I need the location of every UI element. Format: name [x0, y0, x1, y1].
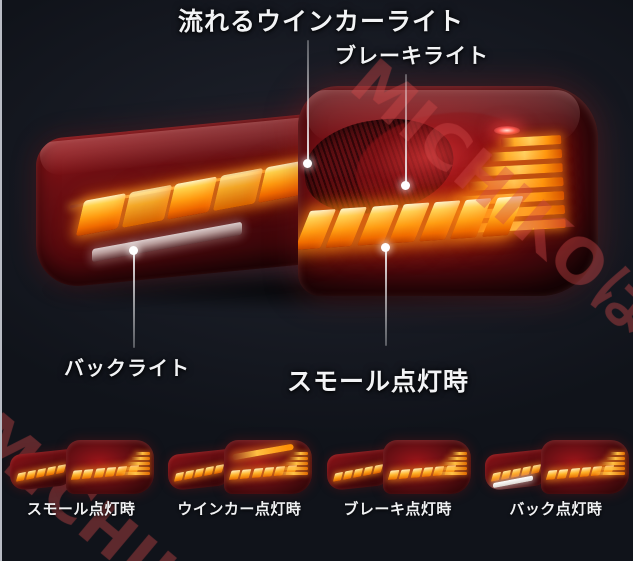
mini-led	[398, 468, 411, 480]
mini-led	[184, 469, 195, 480]
mini-chevron-fins	[437, 452, 467, 482]
mini-led	[204, 466, 215, 477]
mini-fin	[447, 457, 467, 460]
mini-led	[35, 468, 47, 478]
mini-inner-lens	[168, 448, 231, 492]
mini-fin	[135, 452, 151, 455]
mini-led	[568, 467, 581, 479]
leader-dot-back-light	[129, 246, 138, 255]
chevron-fin	[500, 135, 562, 148]
mini-taillight-brake	[326, 436, 471, 494]
mini-led	[352, 468, 363, 478]
mini-led	[362, 466, 373, 477]
mini-led-dots	[332, 464, 383, 482]
mini-led	[15, 471, 27, 482]
thumbnail-caption-back: バック点灯時	[509, 500, 603, 518]
thumbnail-cell-small[interactable]: スモール点灯時	[2, 424, 160, 518]
leader-dot-brake-light	[401, 181, 410, 190]
mini-led	[194, 468, 205, 478]
led-segment	[212, 168, 263, 212]
mini-fin	[289, 457, 309, 460]
mode-thumbnail-row: スモール点灯時	[2, 424, 633, 518]
mini-led	[82, 468, 95, 480]
mini-led	[510, 468, 522, 478]
mini-fin	[126, 462, 151, 465]
main-taillight-assembly	[36, 78, 598, 312]
thumbnail-cell-brake[interactable]: ブレーキ点灯時	[319, 424, 477, 518]
mini-inner-lens	[10, 448, 73, 492]
mini-fin	[120, 472, 151, 475]
thumbnail-cell-winker[interactable]: ウインカー点灯時	[160, 424, 318, 518]
mini-taillight-winker	[168, 436, 313, 494]
mini-fin	[605, 457, 625, 460]
mini-led	[409, 467, 423, 479]
thumbnail-caption-winker: ウインカー点灯時	[177, 500, 302, 518]
mini-led	[520, 466, 532, 477]
lens-highlight-spot	[494, 126, 520, 135]
mini-chevron-fins	[120, 452, 151, 482]
chevron-fin	[479, 163, 563, 177]
mini-inner-lens	[326, 448, 389, 492]
mini-led	[174, 471, 185, 482]
thumbnail-caption-small: スモール点灯時	[26, 500, 136, 518]
mini-fin	[451, 452, 467, 455]
mini-fin	[123, 467, 151, 470]
inner-lens-left	[36, 111, 328, 291]
mini-inner-lens	[484, 448, 547, 492]
leader-line-small-light	[385, 248, 387, 346]
mini-fin	[601, 462, 625, 465]
mini-fin	[437, 472, 467, 475]
leader-line-brake-light	[405, 74, 407, 184]
mini-fin	[284, 462, 309, 465]
led-segment	[166, 176, 218, 220]
callout-label-turn-signal: 流れるウインカーライト	[178, 7, 465, 36]
mini-led	[372, 464, 383, 475]
mini-fin	[439, 467, 467, 470]
mini-outer-lens	[540, 440, 629, 494]
mini-fin	[130, 457, 151, 460]
callout-label-brake-light: ブレーキライト	[335, 44, 489, 68]
leader-dot-small-light	[381, 243, 390, 252]
mini-led	[332, 471, 343, 482]
mini-led	[25, 469, 37, 480]
led-segment	[75, 193, 126, 237]
mini-led	[500, 469, 512, 480]
mini-led	[214, 464, 225, 475]
mini-led	[342, 469, 353, 480]
turn-signal-led-bar-left	[75, 159, 309, 237]
mini-led	[45, 466, 57, 477]
mini-chevron-fins	[278, 452, 309, 482]
mini-led-dots	[15, 464, 67, 482]
chevron-fin	[468, 176, 564, 191]
mini-taillight-small	[10, 436, 155, 494]
mini-outer-lens	[382, 440, 471, 494]
mini-fin	[595, 472, 625, 475]
leader-line-turn-signal	[307, 40, 309, 162]
callout-label-back-light: バックライト	[64, 356, 190, 380]
mini-outer-lens	[224, 440, 313, 494]
mini-chevron-fins	[595, 452, 625, 482]
mini-led	[556, 468, 569, 480]
outer-lens-right	[298, 86, 598, 296]
chevron-fin	[489, 149, 563, 162]
thumbnail-caption-brake: ブレーキ点灯時	[343, 500, 452, 518]
mini-taillight-back	[484, 436, 629, 494]
leader-dot-turn-signal	[303, 159, 312, 168]
mini-fin	[293, 452, 309, 455]
thumbnail-cell-back[interactable]: バック点灯時	[477, 424, 633, 518]
mini-led	[490, 471, 502, 482]
mini-fin	[278, 472, 309, 475]
mini-led	[55, 464, 67, 475]
mini-outer-lens	[66, 440, 155, 494]
mini-fin	[597, 467, 625, 470]
mini-fin	[281, 467, 309, 470]
mini-fin	[609, 452, 625, 455]
led-segment	[121, 184, 172, 229]
mini-led-dots	[174, 464, 225, 482]
callout-label-small-light: スモール点灯時	[287, 367, 470, 396]
leader-line-back-light	[133, 250, 135, 348]
mini-fin	[443, 462, 467, 465]
mini-led	[530, 464, 542, 475]
